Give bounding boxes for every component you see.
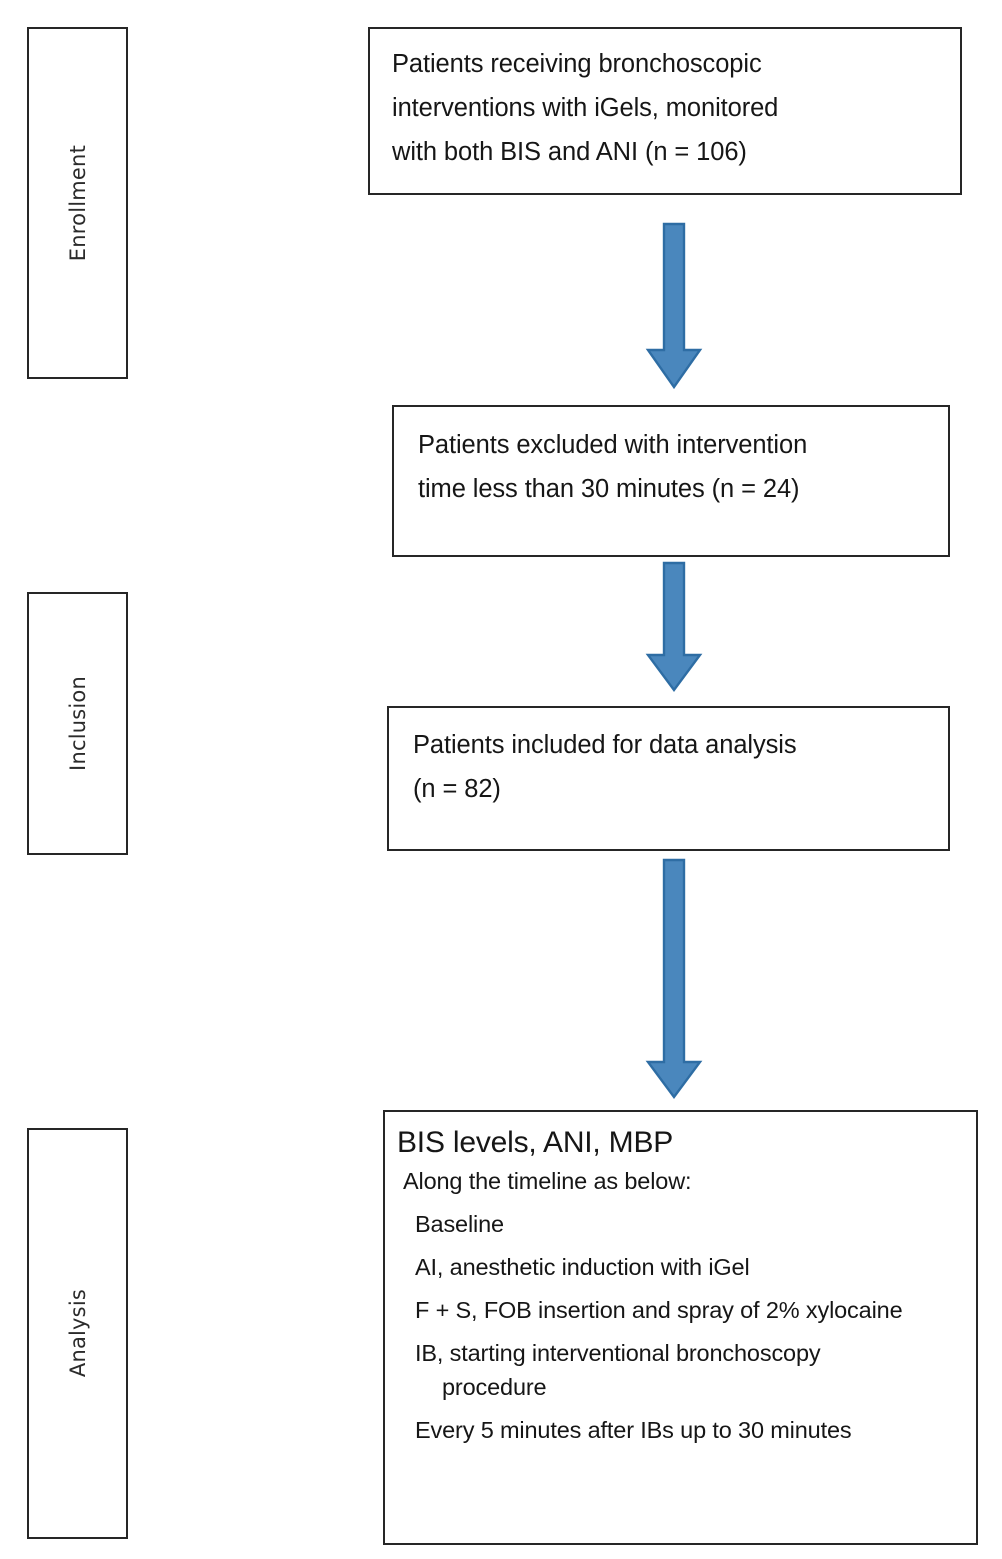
stage-box-enrollment: Enrollment xyxy=(27,27,128,379)
arrow-included-to-analysis xyxy=(645,858,703,1100)
analysis-title: BIS levels, ANI, MBP xyxy=(397,1126,674,1159)
analysis-line-ib: IB, starting interventional bronchoscopy xyxy=(415,1339,821,1366)
included-box: Patients included for data analysis (n =… xyxy=(387,706,950,851)
stage-label-inclusion: Inclusion xyxy=(65,676,90,771)
included-box-text: Patients included for data analysis (n =… xyxy=(413,731,797,803)
analysis-line-every-5-minutes: Every 5 minutes after IBs up to 30 minut… xyxy=(415,1417,852,1444)
analysis-line-baseline: Baseline xyxy=(415,1210,504,1237)
analysis-box-content: BIS levels, ANI, MBP Along the timeline … xyxy=(385,1112,976,1543)
analysis-box: BIS levels, ANI, MBP Along the timeline … xyxy=(383,1110,978,1545)
arrow-excluded-to-included xyxy=(645,561,703,693)
enrollment-box: Patients receiving bronchoscopic interve… xyxy=(368,27,962,195)
enrollment-box-text: Patients receiving bronchoscopic interve… xyxy=(392,50,779,166)
excluded-box-text: Patients excluded with intervention time… xyxy=(418,431,808,503)
excluded-box: Patients excluded with intervention time… xyxy=(392,405,950,557)
analysis-line-timeline: Along the timeline as below: xyxy=(403,1167,692,1194)
stage-label-enrollment: Enrollment xyxy=(65,144,90,262)
stage-label-analysis: Analysis xyxy=(65,1289,90,1378)
analysis-line-ib-procedure: procedure xyxy=(442,1373,547,1400)
analysis-line-fs: F + S, FOB insertion and spray of 2% xyl… xyxy=(415,1296,903,1323)
arrow-enrollment-to-excluded xyxy=(645,222,703,390)
analysis-line-ai: AI, anesthetic induction with iGel xyxy=(415,1253,750,1280)
stage-box-analysis: Analysis xyxy=(27,1128,128,1539)
stage-box-inclusion: Inclusion xyxy=(27,592,128,855)
